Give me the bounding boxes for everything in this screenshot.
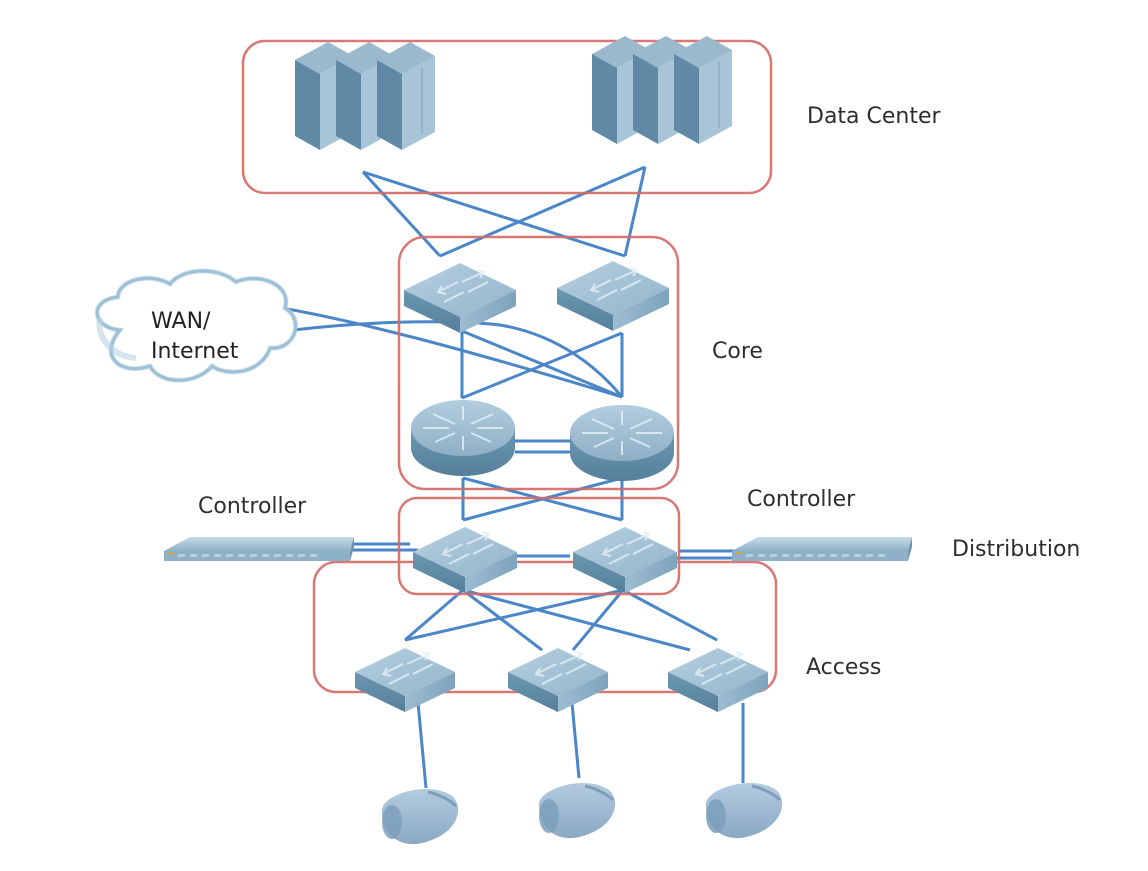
server-cabinet-icon	[674, 36, 732, 144]
distribution-switch-right[interactable]	[573, 527, 677, 593]
access-switch-2[interactable]	[508, 648, 608, 712]
controller-right[interactable]	[732, 537, 912, 561]
server-rack-right[interactable]	[592, 36, 732, 144]
switch-arrows-icon	[589, 267, 642, 301]
access-switch-1[interactable]	[355, 648, 455, 712]
status-led	[167, 552, 173, 554]
zone-label-distribution: Distribution	[952, 537, 1081, 562]
controller-ports-icon	[746, 554, 885, 557]
link-rack-right-core-right	[623, 166, 647, 257]
wan-label-line1: WAN/	[151, 309, 211, 334]
server-cabinet-icon	[377, 42, 435, 150]
link-wan-core-switch-curve	[292, 320, 624, 398]
core-router-left[interactable]	[411, 400, 515, 476]
ap-front-icon	[539, 799, 559, 833]
wan-cloud-label: WAN/ Internet	[151, 307, 238, 367]
link-dist-left-access-3	[462, 588, 691, 652]
ap-front-icon	[706, 799, 726, 833]
zone-label-data-center: Data Center	[807, 104, 941, 129]
switch-arrows-icon	[436, 269, 489, 303]
wan-label-line2: Internet	[151, 339, 239, 364]
controller-left[interactable]	[164, 537, 354, 561]
controller-ports-icon	[178, 554, 317, 557]
ap-front-icon	[382, 805, 402, 839]
cloud-shade	[96, 317, 137, 361]
status-led	[735, 552, 741, 554]
switch-arrows-icon	[601, 531, 654, 565]
core-switch-right[interactable]	[557, 261, 669, 331]
link-dist-right-access-2	[571, 589, 625, 651]
cloud-icon	[95, 268, 298, 383]
router-arrows-icon	[423, 406, 503, 450]
zones	[241, 39, 778, 694]
zone-data-center	[241, 39, 773, 195]
controller-label-right: Controller	[747, 487, 856, 512]
switch-arrows-icon	[441, 531, 494, 565]
zone-label-access: Access	[806, 655, 882, 680]
link-access-2-ap-2	[570, 702, 581, 779]
server-rack-left[interactable]	[295, 42, 435, 150]
switch-arrows-icon	[381, 651, 434, 685]
zone-label-core: Core	[712, 339, 763, 364]
link-rack-right-core-left	[439, 165, 646, 258]
zone-distribution	[397, 496, 681, 596]
router-arrows-icon	[582, 411, 662, 455]
access-point-2[interactable]	[538, 782, 616, 839]
switch-arrows-icon	[694, 651, 747, 685]
switch-arrows-icon	[534, 651, 587, 685]
access-point-3[interactable]	[705, 782, 783, 839]
link-dist-left-access-1	[404, 588, 464, 642]
link-dist-right-access-3	[622, 588, 718, 642]
controller-label-left: Controller	[198, 494, 307, 519]
link-dist-left-access-2	[462, 588, 543, 652]
link-rack-left-core-left	[361, 170, 442, 258]
link-core-switch-right-router-left	[461, 331, 623, 400]
distribution-switch-left[interactable]	[413, 527, 517, 593]
core-router-right[interactable]	[570, 405, 674, 481]
access-point-1[interactable]	[381, 788, 459, 845]
link-rack-left-core-right	[362, 170, 626, 258]
wan-cloud[interactable]	[95, 268, 298, 383]
zone-core	[397, 235, 680, 491]
link-dist-right-access-1	[404, 588, 624, 642]
links	[224, 165, 745, 789]
link-access-1-ap-1	[416, 702, 428, 789]
access-switch-3[interactable]	[668, 648, 768, 712]
core-switch-left[interactable]	[404, 263, 516, 333]
